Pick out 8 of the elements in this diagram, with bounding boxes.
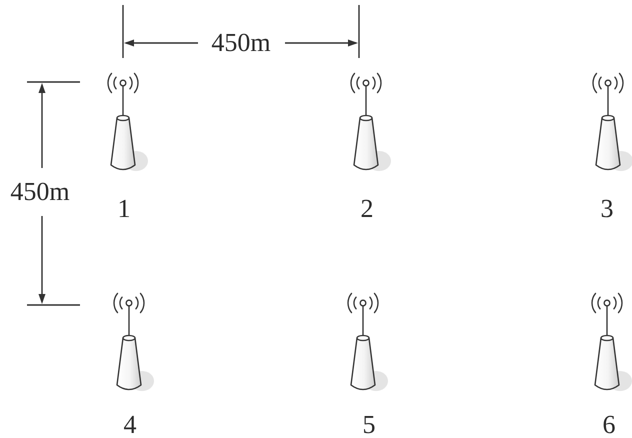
dimension-label: 450m	[10, 179, 70, 205]
tower-number: 3	[600, 196, 614, 222]
tower-number: 6	[602, 412, 616, 438]
tower-number: 2	[360, 196, 374, 222]
tower-number: 5	[362, 412, 376, 438]
dimension-label: 450m	[211, 30, 271, 56]
tower-number: 4	[124, 412, 136, 438]
tower-number: 1	[118, 196, 130, 222]
